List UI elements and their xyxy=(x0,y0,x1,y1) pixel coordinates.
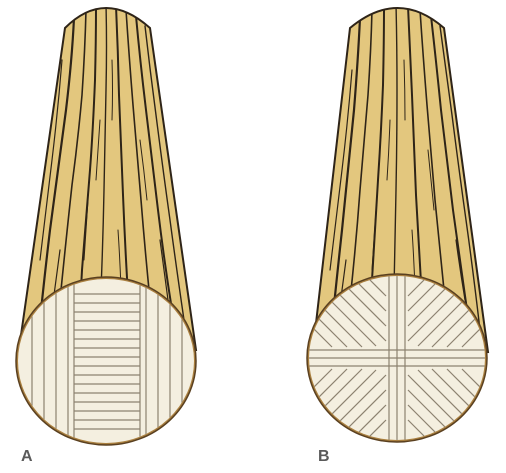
panel-a-label: A xyxy=(21,448,33,466)
log-b xyxy=(305,4,490,445)
log-a xyxy=(16,4,196,450)
panel-b-label: B xyxy=(318,448,330,466)
